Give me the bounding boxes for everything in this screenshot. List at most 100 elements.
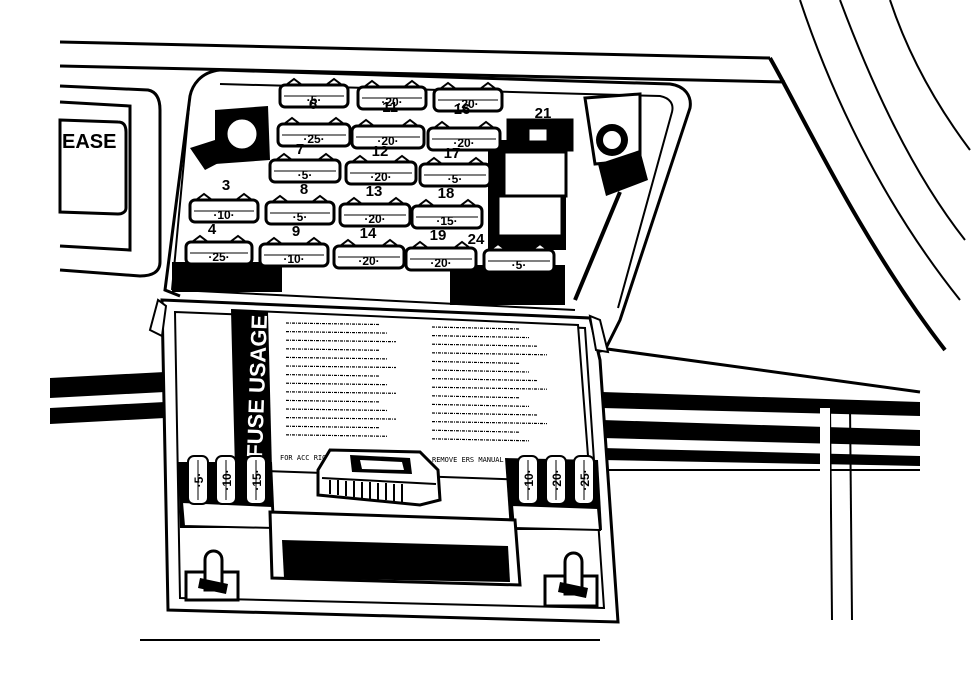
fuse-amp-label: ·25· (303, 132, 324, 146)
usage-line (285, 417, 397, 420)
fuse-position-number: 7 (296, 141, 304, 158)
usage-line (285, 339, 397, 343)
spare-fuses-right: ·10· ·20· ·25· (517, 455, 595, 505)
fuse-position-number: 24 (468, 231, 485, 248)
usage-line (431, 326, 521, 330)
usage-line (431, 360, 521, 364)
fuse-position-number: 12 (372, 143, 389, 160)
fuse-position-number: 21 (535, 105, 552, 122)
release-button[interactable]: EASE (58, 84, 162, 278)
fuse-usage-label: FUSE USAGE FOR ACC RIGHT REMOVE ERS MANU… (230, 308, 592, 484)
fuse-amp-label: ·15· (436, 214, 457, 228)
usage-line (285, 331, 389, 334)
usage-line (431, 412, 539, 416)
fuse-position-number: 11 (382, 99, 398, 116)
usage-line (431, 335, 530, 339)
fuse-1[interactable]: ·5· (278, 77, 350, 109)
fuse-17[interactable]: ·20· (404, 240, 478, 272)
fuse-position-number: 6 (309, 96, 317, 113)
door-latch-right[interactable] (543, 551, 599, 608)
fuse-6[interactable]: ·20· (426, 120, 502, 152)
spare-fuse-amp: ·25· (578, 469, 592, 490)
fuse-13[interactable]: ·15· (410, 198, 484, 230)
fuse-position-number: 3 (222, 177, 230, 194)
fuse-amp-label: ·20· (364, 212, 385, 226)
fuse-18[interactable]: ·5· (482, 242, 556, 274)
relay-block (496, 118, 574, 238)
fuse-amp-label: ·20· (381, 95, 402, 109)
door-pull-handle[interactable] (268, 510, 522, 587)
fuse-amp-label: ·5· (307, 93, 322, 107)
fuse-8[interactable]: ·20· (344, 154, 418, 186)
usage-line (431, 429, 521, 433)
usage-line (431, 386, 548, 390)
fuse-position-number: 4 (208, 221, 217, 238)
fuse-position-number: 13 (366, 183, 383, 200)
fuse-position-number: 19 (430, 227, 447, 244)
spare-fuse-amp: ·10· (220, 469, 234, 490)
spare-fuse[interactable]: ·5· (187, 455, 209, 505)
spare-fuse[interactable]: ·20· (545, 455, 567, 505)
fuse-16[interactable]: ·20· (332, 238, 406, 270)
fuse-9[interactable]: ·5· (418, 156, 492, 188)
usage-line (431, 421, 548, 425)
fuse-12[interactable]: ·20· (338, 196, 412, 228)
fuse-11[interactable]: ·5· (264, 194, 336, 226)
fuse-3[interactable]: ·20· (432, 81, 504, 113)
fuse-10[interactable]: ·10· (188, 192, 260, 224)
usage-line (285, 322, 381, 326)
dashboard-stripes (50, 372, 920, 620)
spare-fuse[interactable]: ·10· (517, 455, 539, 505)
spare-fuse[interactable]: ·15· (245, 455, 267, 505)
fuse-amp-label: ·20· (453, 136, 474, 150)
fuse-amp-label: ·10· (283, 252, 304, 266)
spare-fuse-amp: ·5· (192, 473, 206, 488)
spare-fuse[interactable]: ·10· (215, 455, 237, 505)
fuse-7[interactable]: ·5· (268, 152, 342, 184)
usage-line (431, 369, 530, 373)
fuse-amp-label: ·5· (448, 172, 463, 186)
spare-fuses-left: ·5· ·10· ·15· (187, 455, 267, 505)
fuse-amp-label: ·5· (512, 258, 527, 272)
fuse-puller-tool[interactable] (316, 448, 442, 507)
usage-line (431, 438, 530, 442)
fuse-array: ·5··20··20··25··20··20··5··20··5··10··5·… (184, 77, 556, 274)
fuse-amp-label: ·20· (457, 97, 478, 111)
usage-line (431, 403, 530, 407)
door-latch-left[interactable] (184, 549, 240, 602)
usage-line (285, 382, 389, 386)
usage-line (431, 343, 539, 347)
fuse-position-number: 8 (300, 181, 308, 198)
usage-line (285, 399, 381, 403)
fuse-2[interactable]: ·20· (356, 79, 428, 111)
fuse-amp-label: ·20· (377, 134, 398, 148)
label-note-right: REMOVE ERS MANUAL (432, 456, 504, 464)
dashboard-background (59, 0, 971, 641)
fuse-usage-title: FUSE USAGE (242, 314, 272, 458)
usage-line (285, 434, 389, 437)
relay-upper (502, 150, 568, 198)
fuse-amp-label: ·5· (293, 210, 308, 224)
fuse-4[interactable]: ·25· (276, 116, 352, 148)
release-button-label: EASE (62, 131, 116, 153)
relay-lower (496, 194, 564, 238)
fuse-position-number: 18 (438, 185, 455, 202)
usage-line (285, 356, 389, 360)
label-note-left: FOR ACC RIGHT (280, 454, 336, 462)
spare-fuse[interactable]: ·25· (573, 455, 595, 505)
fuse-amp-label: ·5· (298, 168, 313, 182)
fuse-position-number: 16 (454, 101, 471, 118)
fuse-amp-label: ·10· (213, 208, 234, 222)
usage-line (285, 348, 381, 351)
spare-fuse-amp: ·10· (522, 469, 536, 490)
fuse-14[interactable]: ·25· (184, 234, 254, 266)
fuse-usage-list (285, 322, 548, 442)
right-mount-bolt (573, 92, 648, 301)
usage-line (431, 352, 548, 356)
fuse-15[interactable]: ·10· (258, 236, 330, 268)
usage-line (285, 425, 381, 429)
usage-line (431, 378, 539, 382)
fuse-5[interactable]: ·20· (350, 118, 426, 150)
